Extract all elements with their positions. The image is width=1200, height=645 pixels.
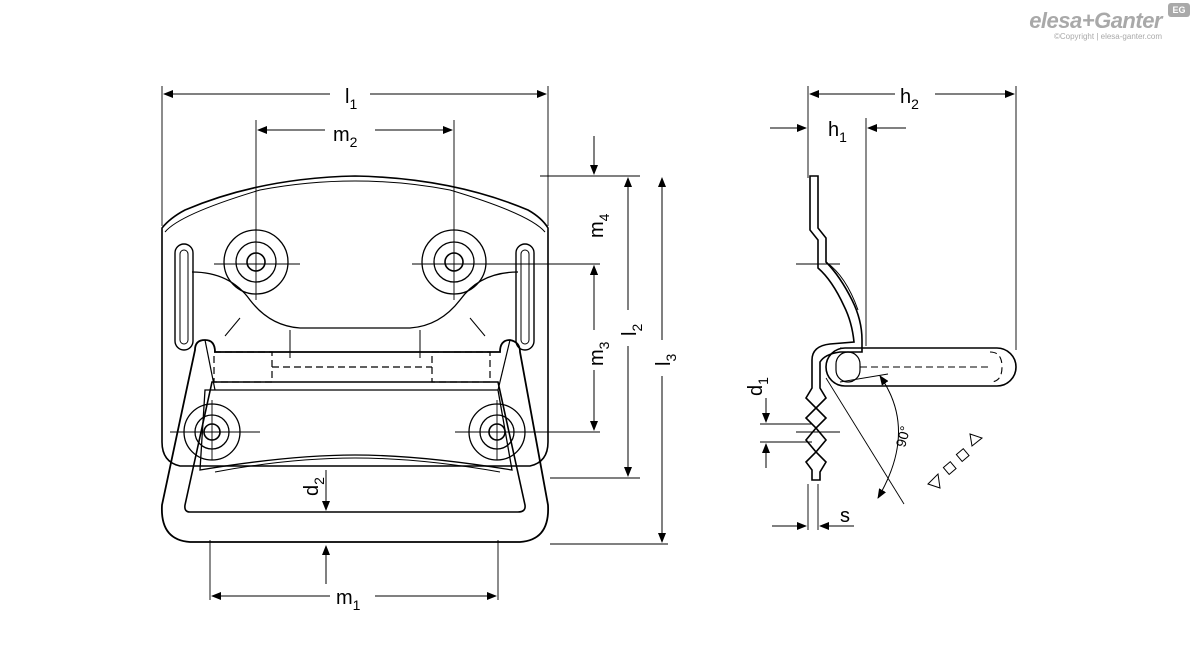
label-angle: 90°	[892, 424, 913, 449]
label-m4: m4	[586, 213, 612, 238]
rotation-indicator-icon	[927, 433, 984, 489]
brand-badge: EG	[1168, 3, 1190, 17]
base-plate-inner-line	[164, 180, 546, 233]
front-dimension-labels: l1 m2 m4 m3 l2 l3 d2 m1	[301, 80, 679, 613]
side-plate-profile	[804, 175, 863, 481]
grip-recess	[199, 389, 513, 471]
label-l1: l1	[345, 86, 357, 112]
angle-arc	[877, 375, 899, 499]
brand-logo: elesa+Ganter ©Copyright | elesa-ganter.c…	[1029, 8, 1162, 41]
side-hidden-lines	[860, 351, 1003, 383]
front-view	[161, 175, 549, 543]
base-plate-outline	[161, 175, 549, 467]
label-m1: m1	[336, 587, 361, 613]
left-slot	[174, 243, 194, 351]
label-l3: l3	[653, 354, 679, 366]
label-h2: h2	[900, 86, 919, 112]
label-m3: m3	[586, 341, 612, 366]
recess-contour	[191, 271, 519, 329]
brand-copyright: ©Copyright | elesa-ganter.com	[1053, 32, 1162, 41]
side-dimension-lines	[762, 90, 1015, 530]
side-extension-lines	[760, 86, 1017, 530]
handle-inner	[184, 381, 526, 513]
brand-name: elesa+Ganter	[1029, 8, 1162, 33]
side-view	[804, 175, 1017, 481]
right-slot	[515, 243, 535, 351]
front-extension-lines	[161, 86, 668, 600]
side-dimension-labels: h2 h1 d1 s 90°	[745, 80, 935, 527]
label-m2: m2	[333, 124, 358, 150]
label-d2: d2	[301, 477, 327, 496]
label-h1: h1	[828, 119, 847, 145]
label-l2: l2	[619, 324, 645, 336]
label-d1: d1	[745, 377, 771, 396]
label-s: s	[840, 505, 850, 527]
hinge-hidden-lines	[213, 351, 491, 383]
